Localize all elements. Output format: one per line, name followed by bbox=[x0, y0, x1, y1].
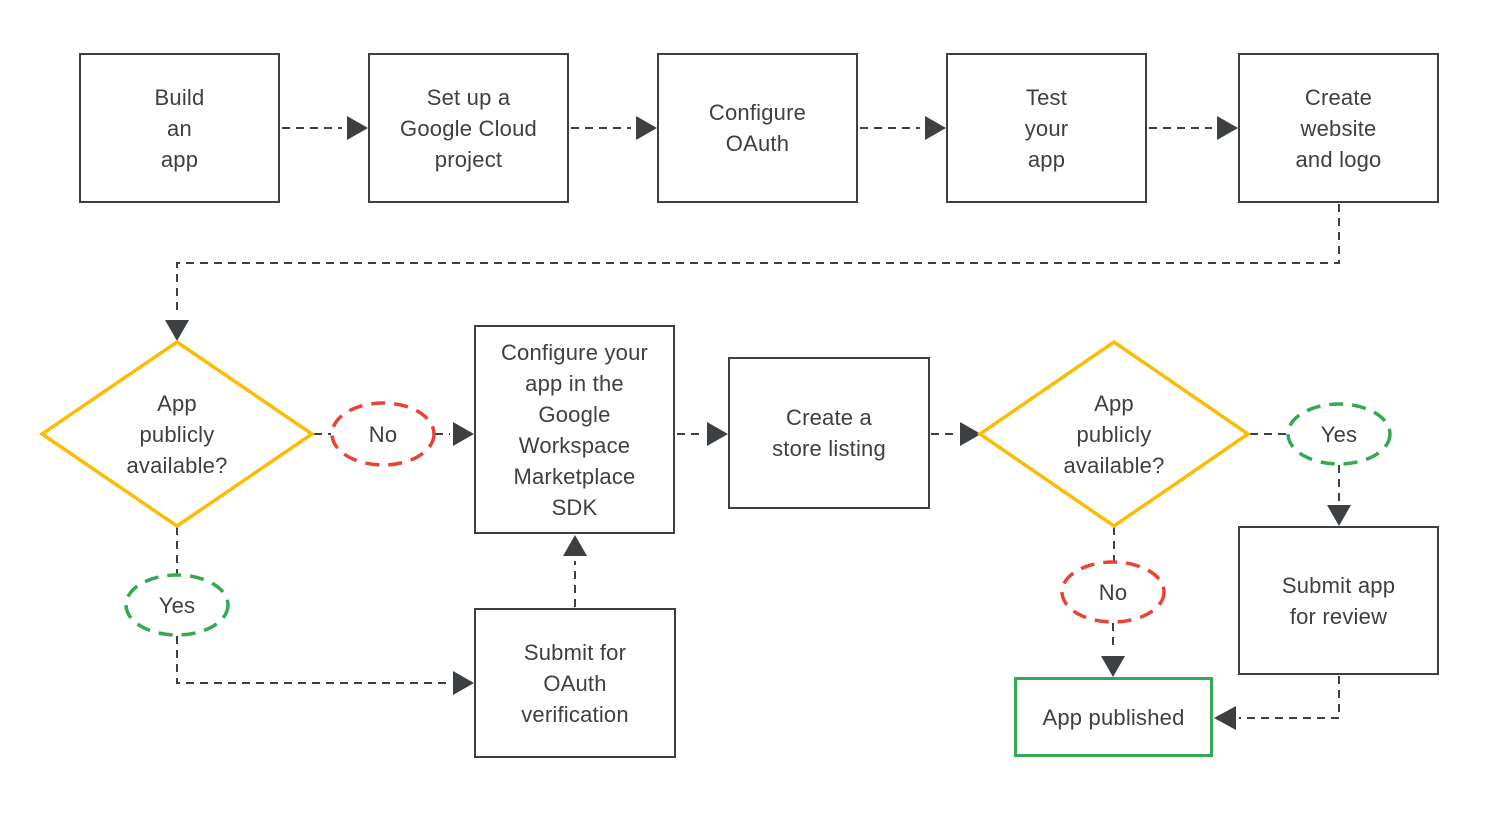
node-setup-project: Set up a Google Cloud project bbox=[368, 53, 569, 203]
label-no-left: No bbox=[368, 421, 398, 447]
label-yes-left: Yes bbox=[158, 592, 196, 618]
label-decision-left: App publicly available? bbox=[126, 390, 228, 478]
arrow-into-published-from-review bbox=[1214, 706, 1236, 730]
no-ellipse-left bbox=[330, 401, 436, 467]
no-ellipse-right bbox=[1060, 560, 1166, 624]
node-submit-oauth: Submit for OAuth verification bbox=[474, 608, 676, 758]
arrow-into-configure-sdk bbox=[453, 422, 474, 446]
arrow-into-test bbox=[925, 116, 946, 140]
node-store-listing: Create a store listing bbox=[728, 357, 930, 509]
node-test-app: Test your app bbox=[946, 53, 1147, 203]
arrow-into-submit-review bbox=[1327, 505, 1351, 526]
arrow-into-oauth bbox=[636, 116, 657, 140]
label-yes-right: Yes bbox=[1320, 421, 1358, 447]
node-configure-sdk: Configure your app in the Google Workspa… bbox=[474, 325, 675, 534]
arrow-into-decision-left bbox=[165, 320, 189, 341]
connectors bbox=[176, 127, 1340, 719]
node-submit-review: Submit app for review bbox=[1238, 526, 1439, 675]
arrowheads bbox=[165, 116, 1351, 730]
yes-ellipse-left bbox=[124, 573, 230, 637]
label-no-right: No bbox=[1098, 579, 1128, 605]
node-app-published: App published bbox=[1014, 677, 1213, 757]
decision-diamond-left bbox=[38, 339, 316, 529]
arrow-into-submit-oauth bbox=[453, 671, 474, 695]
edge-yes-to-submit-oauth bbox=[176, 636, 448, 684]
node-configure-oauth: Configure OAuth bbox=[657, 53, 858, 203]
arrow-into-decision-right bbox=[960, 422, 981, 446]
edge-submit-review-to-published bbox=[1239, 676, 1340, 719]
arrow-into-website bbox=[1217, 116, 1238, 140]
arrow-into-configure-sdk-bottom bbox=[563, 535, 587, 556]
arrow-into-setup bbox=[347, 116, 368, 140]
node-build-app: Build an app bbox=[79, 53, 280, 203]
arrow-into-store-listing bbox=[707, 422, 728, 446]
yes-ellipse-right bbox=[1286, 402, 1392, 466]
label-decision-right: App publicly available? bbox=[1063, 390, 1165, 478]
node-create-website: Create website and logo bbox=[1238, 53, 1439, 203]
arrow-into-published-from-no bbox=[1101, 656, 1125, 677]
decision-diamond-right bbox=[976, 339, 1252, 529]
edge-website-to-decision-left bbox=[176, 204, 1340, 315]
